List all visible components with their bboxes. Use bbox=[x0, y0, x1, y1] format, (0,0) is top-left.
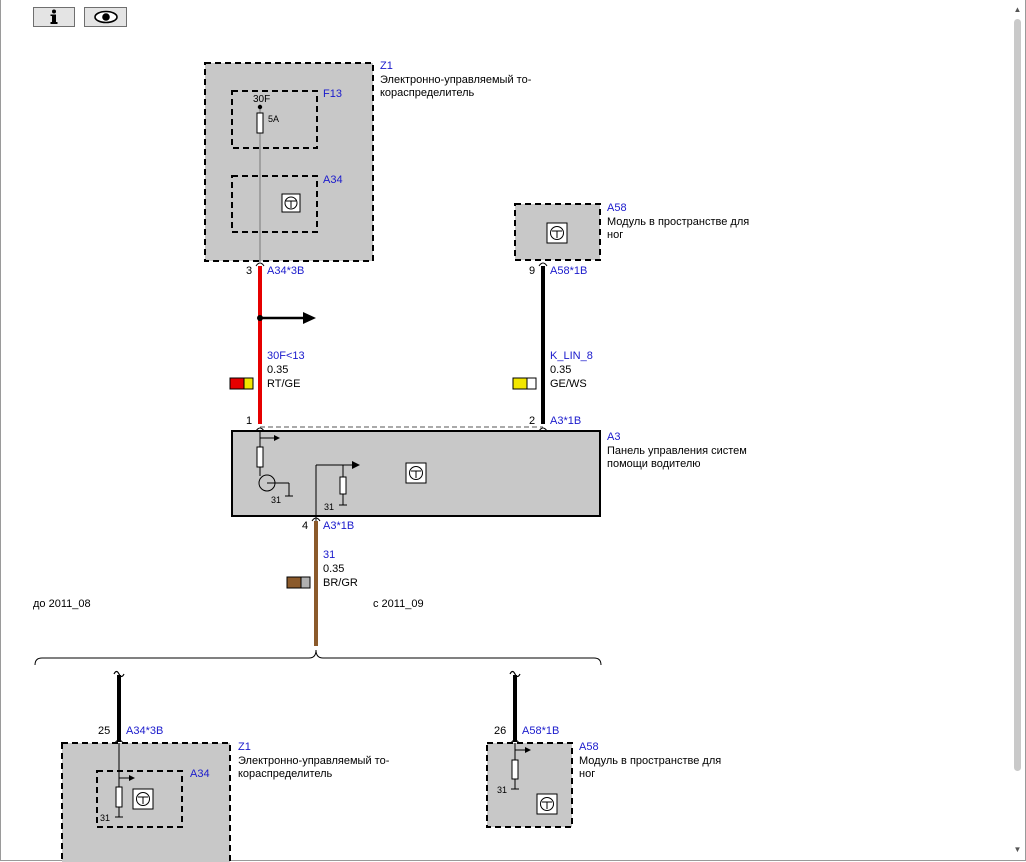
f13-rating: 5A bbox=[268, 114, 279, 124]
view-button[interactable] bbox=[84, 7, 127, 27]
variant-after-label: с 2011_09 bbox=[373, 598, 424, 610]
a3-pin-1: 1 bbox=[246, 415, 252, 427]
scroll-thumb[interactable] bbox=[1014, 19, 1021, 771]
a3-desc-2: помощи водителю bbox=[607, 458, 701, 470]
z1-bottom-desc-1: Электронно-управляемый то- bbox=[238, 755, 390, 767]
a3-ground-label: 31 bbox=[324, 502, 334, 512]
a58-bottom-desc-2: ног bbox=[579, 768, 595, 780]
z1-top-id[interactable]: Z1 bbox=[380, 60, 393, 72]
a3-pin-2: 2 bbox=[529, 415, 535, 427]
a58-top-desc-2: ног bbox=[607, 229, 623, 241]
black-wire-signal[interactable]: K_LIN_8 bbox=[550, 350, 593, 362]
info-button[interactable] bbox=[33, 7, 75, 27]
a3-pin-4: 4 bbox=[302, 520, 308, 532]
z1-bottom-connector[interactable]: A34*3B bbox=[126, 725, 163, 737]
a58-top-id[interactable]: A58 bbox=[607, 202, 627, 214]
a34-top-id[interactable]: A34 bbox=[323, 174, 343, 186]
fuse-icon bbox=[256, 112, 264, 134]
z1-bottom-pin: 25 bbox=[98, 725, 110, 737]
chip-icon bbox=[281, 193, 301, 213]
brown-wire-size: 0.35 bbox=[323, 563, 344, 575]
brown-wire-color: BR/GR bbox=[323, 577, 358, 589]
wire-color-swatch-yellow bbox=[512, 377, 537, 390]
module-box-a34 bbox=[231, 175, 318, 233]
component-a58-bottom[interactable] bbox=[486, 739, 573, 828]
fuse-box-f13 bbox=[231, 90, 318, 149]
a3-connector-bottom[interactable]: A3*1B bbox=[323, 520, 354, 532]
a3-id[interactable]: A3 bbox=[607, 431, 620, 443]
vertical-scrollbar[interactable]: ▲ ▼ bbox=[1012, 5, 1023, 855]
z1-pin: 3 bbox=[246, 265, 252, 277]
f13-id[interactable]: F13 bbox=[323, 88, 342, 100]
z1-bottom-desc-2: кораспределитель bbox=[238, 768, 333, 780]
red-wire-signal[interactable]: 30F<13 bbox=[267, 350, 305, 362]
a58-bottom-connector[interactable]: A58*1B bbox=[522, 725, 559, 737]
a58-bottom-ground: 31 bbox=[497, 785, 507, 795]
scroll-up-icon[interactable]: ▲ bbox=[1013, 5, 1022, 14]
brown-wire-signal[interactable]: 31 bbox=[323, 549, 335, 561]
a34-bottom-id[interactable]: A34 bbox=[190, 768, 210, 780]
z1-connector[interactable]: A34*3B bbox=[267, 265, 304, 277]
a58-bottom-desc-1: Модуль в пространстве для bbox=[579, 755, 721, 767]
red-wire-color: RT/GE bbox=[267, 378, 300, 390]
black-wire-size: 0.35 bbox=[550, 364, 571, 376]
chip-icon bbox=[536, 793, 558, 815]
wire-color-swatch-red bbox=[229, 377, 254, 390]
z1-top-desc-2: кораспределитель bbox=[380, 87, 475, 99]
a3-desc-1: Панель управления систем bbox=[607, 445, 747, 457]
z1-top-desc-1: Электронно-управляемый то- bbox=[380, 74, 532, 86]
a58-bottom-id[interactable]: A58 bbox=[579, 741, 599, 753]
a58-connector[interactable]: A58*1B bbox=[550, 265, 587, 277]
info-icon bbox=[50, 9, 58, 24]
a58-pin: 9 bbox=[529, 265, 535, 277]
variant-before-label: до 2011_08 bbox=[33, 598, 91, 610]
component-z1-top[interactable] bbox=[204, 62, 374, 262]
wire-color-swatch-brown bbox=[286, 576, 311, 589]
f13-terminal: 30F bbox=[253, 94, 270, 105]
z1-bottom-ground: 31 bbox=[100, 813, 110, 823]
variant-brace bbox=[34, 649, 602, 666]
eye-icon bbox=[93, 10, 118, 24]
a3-ground-label: 31 bbox=[271, 495, 281, 505]
a58-top-desc-1: Модуль в пространстве для bbox=[607, 216, 749, 228]
chip-icon bbox=[546, 222, 568, 244]
z1-bottom-id[interactable]: Z1 bbox=[238, 741, 251, 753]
red-wire-size: 0.35 bbox=[267, 364, 288, 376]
a58-bottom-pin: 26 bbox=[494, 725, 506, 737]
black-wire-color: GE/WS bbox=[550, 378, 587, 390]
chip-icon bbox=[405, 462, 427, 484]
a3-connector-top[interactable]: A3*1B bbox=[550, 415, 581, 427]
chip-icon bbox=[132, 788, 154, 810]
scroll-down-icon[interactable]: ▼ bbox=[1013, 845, 1022, 854]
